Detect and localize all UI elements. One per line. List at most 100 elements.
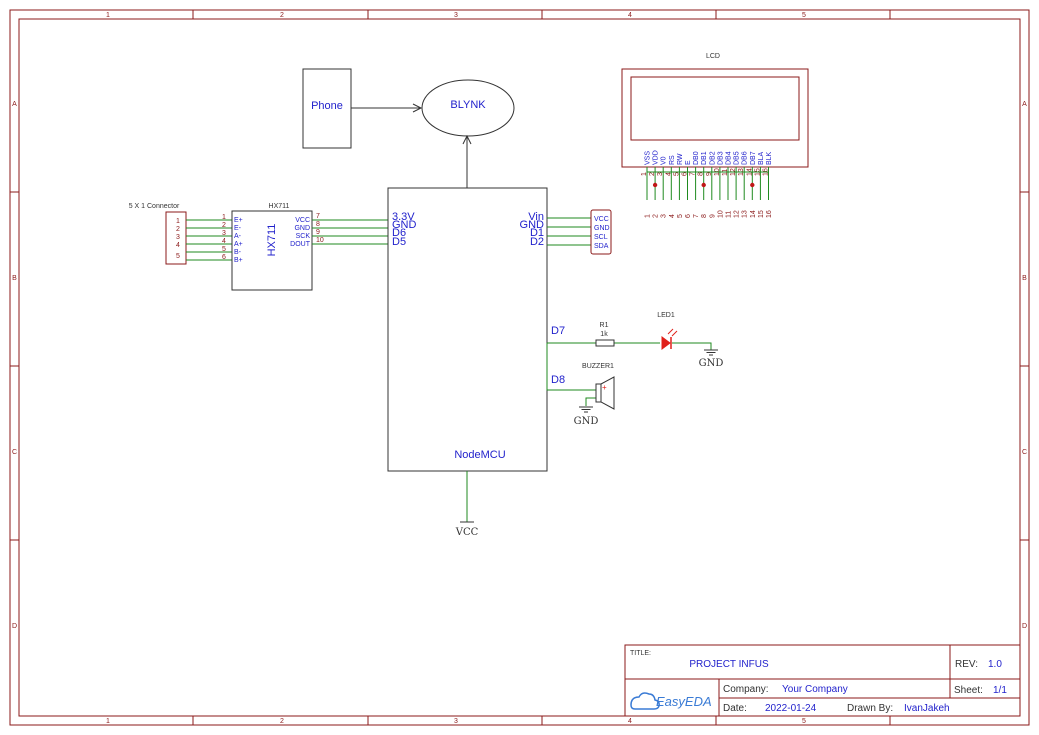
lcd-pin-name: VDD [653,150,660,165]
buzzer-ref: BUZZER1 [582,363,614,370]
hx711-pin-name: B- [234,249,242,256]
lcd-pin-number: 8 [698,172,705,176]
lcd-pin-number: 2 [649,172,656,176]
connector-pin: 2 [176,226,180,233]
blynk-block[interactable]: BLYNK [421,79,515,137]
company-value: Your Company [782,684,848,695]
hx711-pin-name: DOUT [290,241,311,248]
hx711-pin-name: B+ [234,257,243,264]
row-label: C [1022,449,1027,456]
lcd-header-pin-number: 5 [677,214,684,218]
lcd-pin-name: V0 [661,156,668,165]
lcd-pin-number: 7 [690,172,697,176]
hx711-pin-name: E+ [234,217,243,224]
hx711-module[interactable]: HX711 HX711 1 2 3 4 5 6 E+ E- A- A+ B- B… [222,203,324,291]
lcd-pin-name: DB5 [734,151,741,165]
hx711-pin-name: E- [234,225,242,232]
hx711-pin-number: 6 [222,254,226,261]
nodemcu-label: NodeMCU [454,449,505,461]
d7-wire [547,342,712,350]
lcd-header-pin-number: 8 [701,214,708,218]
phone-block[interactable]: Phone [302,68,352,149]
lcd-pin-name: DB6 [742,151,749,165]
connector-pin: 5 [176,253,180,260]
sheet-label: Sheet: [954,685,983,696]
vcc-symbol: VCC [455,471,479,538]
row-label: B [12,275,17,282]
hx711-pin-number: 8 [316,221,320,228]
lcd-module[interactable]: LCD VSS11VDD22V033RS44RW55E66DB077DB188D… [621,53,809,218]
connector-pin: 4 [176,242,180,249]
i2c-pin-sda: SDA [594,243,609,250]
i2c-header[interactable]: VCC GND SCL SDA [590,209,612,255]
resistor-r1[interactable]: R1 1k [595,322,615,347]
nodemcu-pin-gnd-right: GND [520,219,545,231]
connector-hx711-wires [186,219,232,261]
connector-pin: 3 [176,234,180,241]
nodemcu-pin-d1: D1 [530,227,544,239]
i2c-pin-gnd: GND [594,225,610,232]
drawn-label: Drawn By: [847,703,893,714]
junction-dot [750,182,755,188]
column-label: 5 [802,718,806,725]
lcd-pin-number: 1 [641,172,648,176]
lcd-pin-name: VSS [645,151,652,165]
lcd-header-pin-number: 10 [717,210,724,218]
lcd-header-pin-number: 14 [750,210,757,218]
lcd-pin-number: 4 [665,172,672,176]
hx711-nodemcu-wires [312,219,388,245]
hx711-pin-name: A+ [234,241,243,248]
nodemcu-pin-3v3: 3.3V [392,211,415,223]
nodemcu-pin-vin: Vin [528,211,544,223]
column-label: 1 [106,718,110,725]
junction-dot [652,182,658,188]
lcd-pins: VSS11VDD22V033RS44RW55E66DB077DB188DB299… [641,150,773,218]
column-label: 5 [802,12,806,19]
nodemcu-to-blynk-arrow [462,134,472,188]
gnd-symbol-buzzer: GND [574,406,599,427]
title-block: TITLE: PROJECT INFUS REV: 1.0 EasyEDA Co… [624,644,1021,717]
column-label: 4 [628,718,632,725]
hx711-pin-name: VCC [295,217,310,224]
r1-value: 1k [600,331,608,338]
nodemcu-pin-gnd: GND [392,219,417,231]
column-label: 1 [106,12,110,19]
lcd-pin-name: E [685,160,692,165]
i2c-pin-scl: SCL [594,234,608,241]
lcd-header-pin-number: 15 [758,210,765,218]
phone-to-blynk-arrow [351,103,423,113]
lcd-pin-name: DB7 [750,151,757,165]
lcd-pin-name: DB2 [709,151,716,165]
rev-value: 1.0 [988,659,1002,670]
connector-5x1[interactable]: 5 X 1 Connector 1 2 3 4 5 [129,203,187,265]
junction-dot [701,182,706,188]
lcd-header-pin-number: 4 [669,214,676,218]
lcd-header-pin-number: 16 [766,210,773,218]
i2c-pin-vcc: VCC [594,216,609,223]
led-led1[interactable]: LED1 [657,312,678,350]
row-label: C [12,449,17,456]
gnd-label: GND [699,358,724,369]
buzzer-buzzer1[interactable]: BUZZER1 + [582,363,615,410]
blynk-label: BLYNK [450,99,486,111]
hx711-right-pins: VCC GND SCK DOUT 7 8 9 10 [290,213,324,248]
nodemcu-board[interactable]: 3.3V GND D6 D5 Vin GND D1 D2 NodeMCU [387,187,548,472]
lcd-pin-name: DB1 [701,151,708,165]
sheet-value: 1/1 [993,685,1007,696]
row-label: A [1022,101,1027,108]
phone-label: Phone [311,100,343,112]
hx711-left-pins: 1 2 3 4 5 6 E+ E- A- A+ B- B+ [222,214,243,264]
lcd-header-pin-number: 12 [734,210,741,218]
lcd-header-pin-number: 6 [685,214,692,218]
led1-ref: LED1 [657,312,675,319]
hx711-pin-name: GND [294,225,310,232]
hx711-pin-name: A- [234,233,242,240]
lcd-pin-number: 3 [657,172,664,176]
gnd-label: GND [574,416,599,427]
hx711-pin-number: 2 [222,222,226,229]
nodemcu-pin-d5: D5 [392,236,406,248]
date-value: 2022-01-24 [765,703,817,714]
column-label: 4 [628,12,632,19]
vcc-label: VCC [455,527,479,538]
